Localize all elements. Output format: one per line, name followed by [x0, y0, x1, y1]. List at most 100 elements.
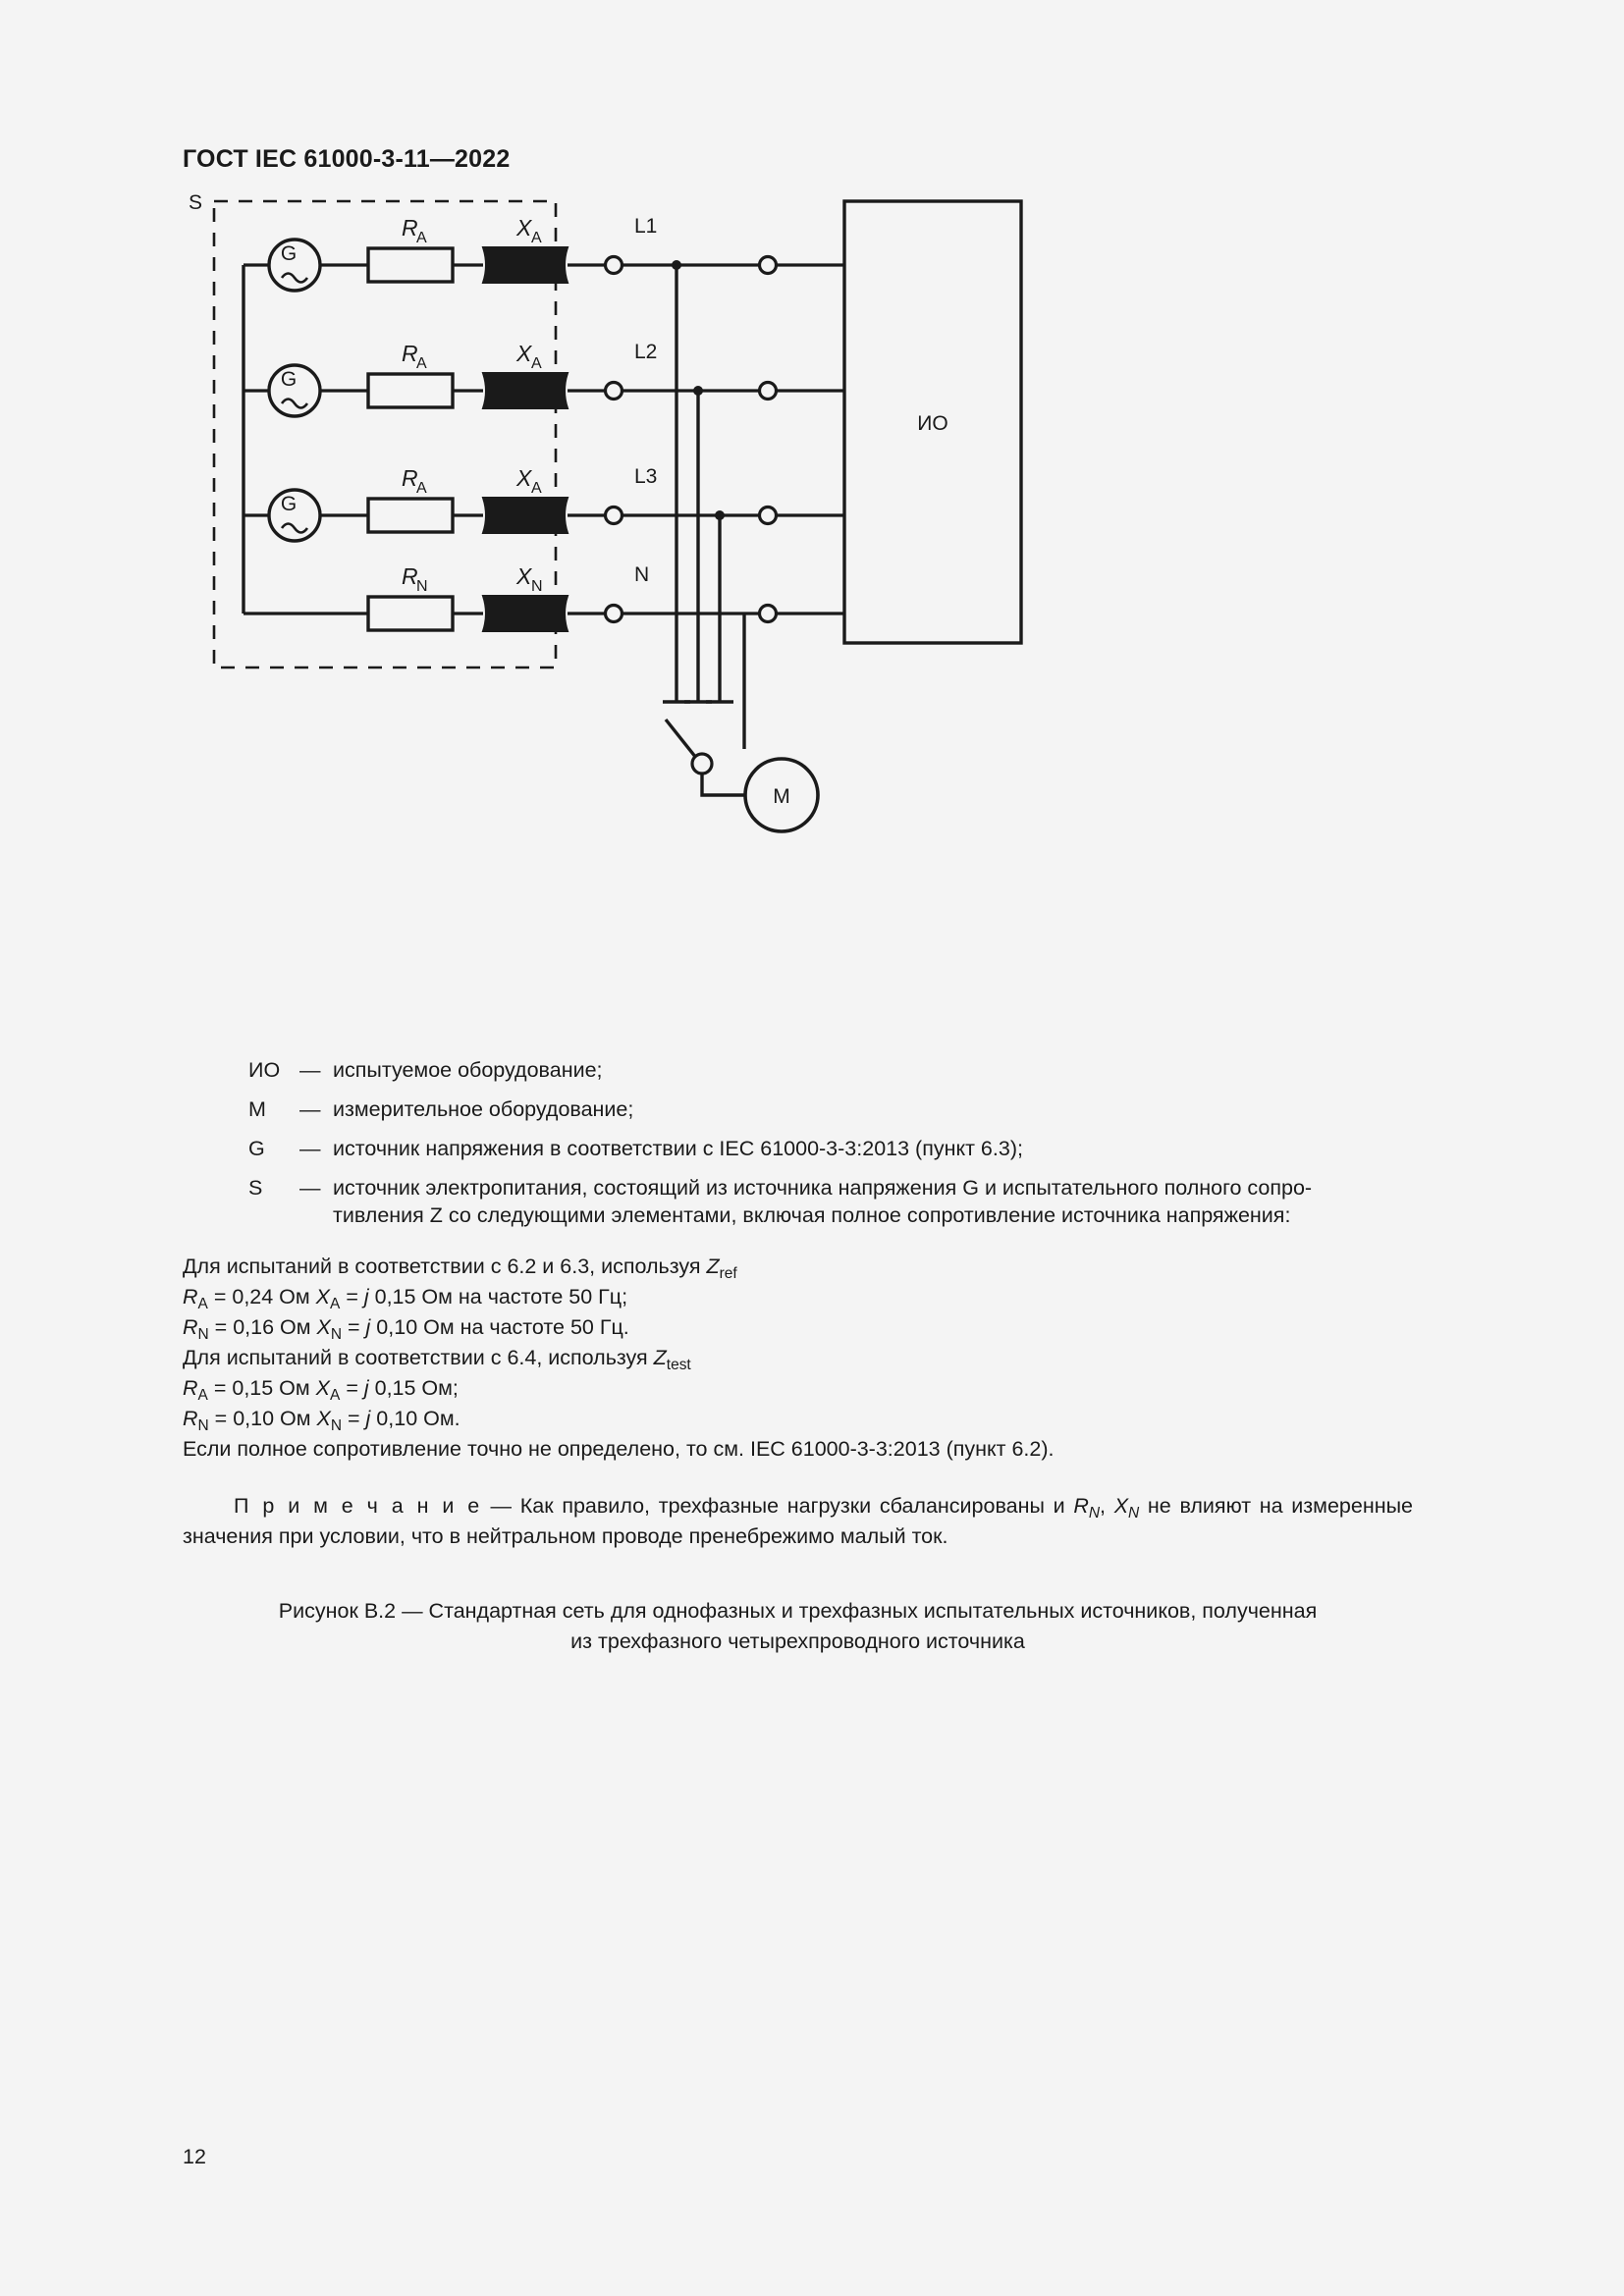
figure-legend: ИО — испытуемое оборудование; M — измери… — [248, 1058, 1407, 1245]
note-body-second: не влияют на измеренные значения при усл… — [183, 1494, 1413, 1548]
param-ztest-sub: test — [666, 1356, 691, 1373]
param-xn-test-j: j — [365, 1406, 371, 1430]
param-rn-sub: N — [197, 1325, 209, 1343]
param-xn-eq: = — [342, 1314, 366, 1339]
resistor-label-l1: R — [402, 215, 418, 240]
resistor-sub-n: N — [416, 578, 428, 595]
param-xn-sub: N — [330, 1325, 343, 1343]
param-xa-test-j: j — [363, 1375, 369, 1400]
legend-dash-io: — — [299, 1058, 321, 1082]
legend-text-io: испытуемое оборудование; — [333, 1058, 603, 1082]
legend-dash-g: — — [299, 1137, 321, 1160]
legend-dash-s: — — [299, 1176, 321, 1200]
param-line-ra-xa-ref: RA = 0,24 Ом XA = j 0,15 Ом на частоте 5… — [183, 1282, 1410, 1312]
figure-b2-circuit-diagram: S G G G R A X A L1 R A X A L2 R A X A L3… — [167, 191, 1434, 1036]
generator-sine-glyphs — [280, 272, 309, 534]
line-label-l1: L1 — [634, 215, 657, 238]
legend-text-m: измерительное оборудование; — [333, 1097, 634, 1121]
legend-key-m: M — [248, 1097, 266, 1121]
reactance-box-l1 — [481, 246, 569, 284]
param-ztest-symbol: Z — [653, 1345, 667, 1369]
param-xn-test-eq: = — [342, 1406, 366, 1430]
note-comma: , — [1100, 1494, 1114, 1518]
legend-text-s-continued: тивления Z со следующими элементами, вкл… — [333, 1203, 1291, 1227]
reactance-sub-l1: A — [531, 230, 542, 246]
figure-caption: Рисунок В.2 — Стандартная сеть для одноф… — [183, 1596, 1413, 1657]
source-enclosure-dashed-box — [212, 199, 558, 669]
param-xn-test-value: 0,10 Ом. — [370, 1406, 460, 1430]
param-zref-sub: ref — [719, 1264, 737, 1282]
meter-circle-m — [743, 757, 820, 833]
sine-wave-l1 — [280, 272, 309, 284]
legend-item-g: G — источник напряжения в соответствии с… — [248, 1137, 1407, 1160]
param-ra-test-value: = 0,15 Ом — [207, 1375, 316, 1400]
reactance-sub-l2: A — [531, 355, 542, 372]
source-label-s: S — [189, 191, 202, 214]
param-rn-test-sub: N — [197, 1416, 209, 1434]
eut-box — [842, 199, 1023, 645]
param-ra-test-symbol: R — [183, 1375, 198, 1400]
reactance-box-n — [481, 595, 569, 632]
reactance-label-n: X — [515, 563, 533, 589]
resistor-label-l3: R — [402, 465, 418, 491]
param-xa-j: j — [363, 1284, 369, 1308]
legend-key-s: S — [248, 1176, 263, 1200]
generator-label-l3: G — [281, 493, 297, 515]
resistor-sub-l1: A — [416, 230, 427, 246]
generator-label-l2: G — [281, 368, 297, 391]
resistor-sub-l2: A — [416, 355, 427, 372]
param-line-rn-xn-ref: RN = 0,16 Ом XN = j 0,10 Ом на частоте 5… — [183, 1312, 1410, 1343]
param-rn-value: = 0,16 Ом — [208, 1314, 317, 1339]
terminal-l3 — [603, 505, 624, 526]
line-label-l3: L3 — [634, 465, 657, 488]
resistor-label-n: R — [402, 563, 418, 589]
param-line-zref: Для испытаний в соответствии с 6.2 и 6.3… — [183, 1252, 1410, 1282]
resistor-sub-l3: A — [416, 480, 427, 497]
param-line-ra-xa-test: RA = 0,15 Ом XA = j 0,15 Ом; — [183, 1373, 1410, 1404]
resistor-box-n — [366, 595, 455, 632]
figure-caption-line-2: из трехфазного четырехпроводного источни… — [570, 1629, 1025, 1654]
param-ra-sub: A — [197, 1295, 208, 1312]
circuit-svg: S G G G R A X A L1 R A X A L2 R A X A L3… — [189, 191, 1023, 833]
terminal-l2-eut — [757, 380, 779, 401]
resistor-box-l3 — [366, 497, 455, 534]
resistor-box-l2 — [366, 372, 455, 409]
legend-key-io: ИО — [248, 1058, 281, 1082]
param-xa-eq: = — [340, 1284, 364, 1308]
meter-label: M — [773, 785, 790, 808]
param-xn-test-sub: N — [330, 1416, 343, 1434]
param-xa-value: 0,15 Ом на частоте 50 Гц; — [368, 1284, 628, 1308]
terminal-l1-eut — [757, 254, 779, 276]
legend-item-m: M — измерительное оборудование; — [248, 1097, 1407, 1121]
figure-caption-line-1: Рисунок В.2 — Стандартная сеть для одноф… — [278, 1599, 1318, 1623]
reactance-box-l3 — [481, 497, 569, 534]
param-zref-symbol: Z — [706, 1255, 720, 1278]
param-ztest-prefix: Для испытаний в соответствии с 6.4, испо… — [183, 1345, 654, 1369]
terminal-l2 — [603, 380, 624, 401]
param-xa-test-sub: A — [330, 1386, 341, 1404]
terminal-n — [603, 603, 624, 624]
reactance-sub-l3: A — [531, 480, 542, 497]
page-number: 12 — [183, 2145, 206, 2168]
param-xa-test-value: 0,15 Ом; — [368, 1375, 459, 1400]
legend-text-g: источник напряжения в соответствии с IEC… — [333, 1137, 1023, 1160]
terminal-l1 — [603, 254, 624, 276]
param-line-rn-xn-test: RN = 0,10 Ом XN = j 0,10 Ом. — [183, 1404, 1410, 1434]
line-label-l2: L2 — [634, 341, 657, 363]
legend-text-s: источник электропитания, состоящий из ис… — [333, 1176, 1313, 1200]
impedance-parameters: Для испытаний в соответствии с 6.2 и 6.3… — [183, 1252, 1410, 1465]
reactance-box-l2 — [481, 372, 569, 409]
param-xa-test-eq: = — [340, 1375, 364, 1400]
sine-wave-l3 — [280, 522, 309, 534]
note-symbol-r-sub: N — [1088, 1504, 1101, 1522]
note-body-first: — Как правило, трехфазные нагрузки сбала… — [481, 1494, 1074, 1518]
reactance-label-l3: X — [515, 465, 533, 491]
param-line-ztest: Для испытаний в соответствии с 6.4, испо… — [183, 1343, 1410, 1373]
generator-label-l1: G — [281, 242, 297, 265]
line-label-n: N — [634, 563, 649, 586]
resistor-label-l2: R — [402, 341, 418, 366]
page-header-standard: ГОСТ IEC 61000-3-11—2022 — [183, 145, 511, 173]
switch-pivot — [690, 752, 714, 775]
note-symbol-r: R — [1073, 1494, 1089, 1518]
